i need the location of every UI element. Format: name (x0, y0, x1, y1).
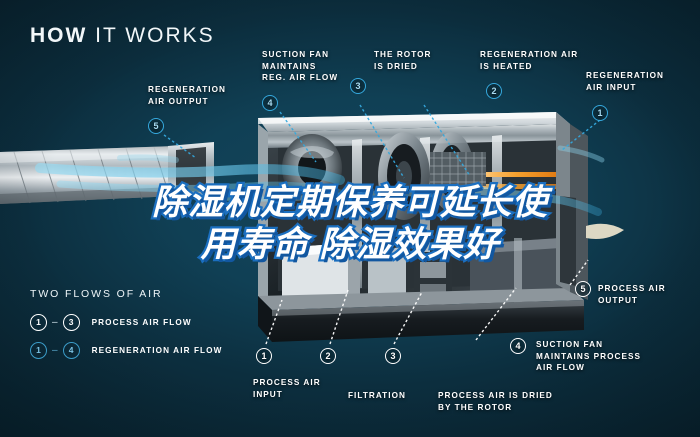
bubble-5-regeneration-air-output: 5 (148, 118, 164, 134)
legend: TWO FLOWS OF AIR 1 – 3 PROCESS AIR FLOW … (30, 288, 222, 367)
page-title: HOW IT WORKS (30, 24, 215, 48)
legend-bubble-from: 1 (30, 313, 47, 331)
bubble-1-process-air-input: 1 (256, 348, 272, 364)
bubble-2-regeneration-air-heated: 2 (486, 83, 502, 99)
bubble-3-rotor-is-dried: 3 (350, 78, 366, 94)
callout-suction-fan-reg: SUCTION FAN MAINTAINS REG. AIR FLOW (262, 50, 339, 83)
callout-regeneration-air-heated: REGENERATION AIR IS HEATED (480, 50, 579, 71)
legend-label-process-air-flow: PROCESS AIR FLOW (91, 317, 192, 327)
bubble-3-process-air-dried: 3 (385, 348, 401, 364)
legend-row-regeneration-air-flow: 1 – 4 REGENERATION AIR FLOW (30, 339, 222, 361)
bubble-2-filtration: 2 (320, 348, 336, 364)
callout-rotor-is-dried: THE ROTOR IS DRIED (374, 50, 432, 71)
callout-process-air-input: PROCESS AIR INPUT (253, 378, 321, 399)
bubble-1-regeneration-air-input: 1 (592, 105, 608, 121)
legend-dash: – (52, 316, 58, 328)
callout-suction-fan-process: SUCTION FAN MAINTAINS PROCESS AIR FLOW (536, 340, 642, 373)
legend-bubble-to: 3 (62, 313, 80, 331)
callout-process-air-dried: PROCESS AIR IS DRIED BY THE ROTOR (438, 391, 553, 412)
callout-regeneration-air-input: REGENERATION AIR INPUT (586, 71, 664, 92)
bubble-4-suction-fan-reg: 4 (262, 95, 278, 111)
callout-process-air-output: PROCESS AIR OUTPUT (598, 284, 666, 305)
bubble-5-process-air-output: 5 (575, 281, 591, 297)
bubble-4-suction-fan-process: 4 (510, 338, 526, 354)
legend-row-process-air-flow: 1 – 3 PROCESS AIR FLOW (30, 311, 222, 333)
legend-title: TWO FLOWS OF AIR (30, 288, 163, 300)
title-strong: HOW (30, 24, 88, 47)
base-plinth (258, 288, 584, 342)
callout-regeneration-air-output: REGENERATION AIR OUTPUT (148, 85, 226, 106)
legend-label-regeneration-air-flow: REGENERATION AIR FLOW (91, 345, 223, 355)
legend-bubble-to: 4 (62, 341, 80, 359)
legend-dash: – (52, 344, 58, 356)
legend-bubble-from: 1 (30, 341, 47, 359)
callout-filtration: FILTRATION (348, 391, 406, 400)
title-light: IT WORKS (95, 24, 215, 47)
